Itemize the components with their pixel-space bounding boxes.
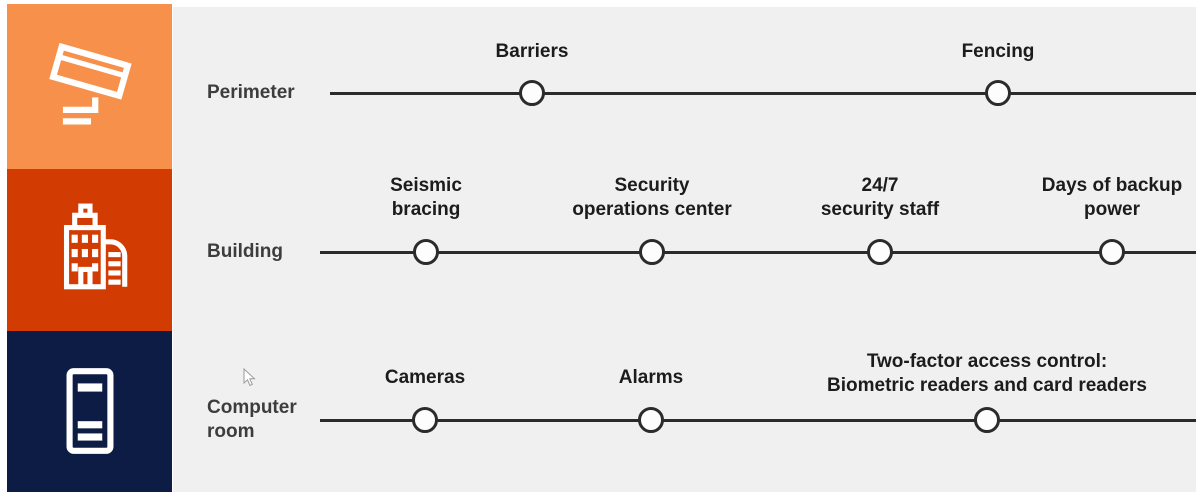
perimeter-color-block [7, 4, 172, 169]
node-alarms [638, 407, 664, 433]
node-label-247-security-staff: 24/7 security staff [820, 175, 940, 220]
node-label-barriers: Barriers [495, 41, 569, 62]
building-icon [63, 203, 127, 290]
row-label-building: Building [207, 241, 283, 262]
node-fencing [985, 80, 1011, 106]
node-label-seismic-bracing: Seismic bracing [390, 175, 462, 220]
computer-room-timeline [320, 419, 1196, 422]
diagram-background-panel [173, 7, 1196, 492]
building-timeline [320, 251, 1196, 254]
node-seismic-bracing [413, 239, 439, 265]
node-label-days-of-backup-power: Days of backup power [1041, 175, 1183, 220]
node-days-of-backup-power [1099, 239, 1125, 265]
computer-room-color-block [7, 331, 172, 492]
node-label-two-factor-access-control: Two-factor access control: Biometric rea… [827, 351, 1147, 396]
node-security-operations-center [639, 239, 665, 265]
node-cameras [412, 407, 438, 433]
perimeter-timeline [330, 92, 1196, 95]
row-label-computer-room: Computer room [207, 397, 297, 442]
node-label-cameras: Cameras [384, 367, 466, 388]
building-color-block [7, 169, 172, 331]
node-247-security-staff [867, 239, 893, 265]
node-label-fencing: Fencing [961, 41, 1035, 62]
node-barriers [519, 80, 545, 106]
node-label-alarms: Alarms [618, 367, 684, 388]
row-label-perimeter: Perimeter [207, 82, 295, 103]
security-camera-icon [48, 42, 132, 124]
mouse-cursor [243, 368, 256, 387]
node-label-security-operations-center: Security operations center [572, 175, 732, 220]
node-two-factor-access-control [974, 407, 1000, 433]
server-icon [66, 367, 113, 454]
